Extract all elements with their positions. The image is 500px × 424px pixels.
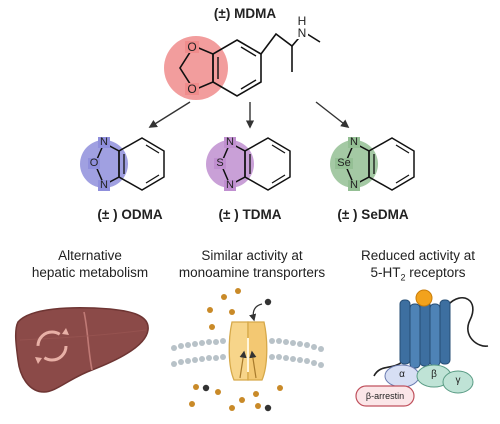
g-beta-label: β <box>431 369 437 380</box>
beta-arrestin-label: β-arrestin <box>365 391 405 401</box>
mdma-oxygen-top: O <box>185 41 199 53</box>
sedma-n-top: N <box>348 137 360 148</box>
receptor-suffix: receptors <box>405 265 466 280</box>
gpcr-receptor-icon <box>373 289 489 377</box>
arrow-to-sedma <box>315 101 350 129</box>
mdma-title: (±) MDMA <box>213 6 277 21</box>
transporter-icon <box>171 288 324 412</box>
mdma-structure <box>164 30 321 100</box>
odma-n-bottom: N <box>98 180 110 191</box>
mdma-highlight-circle <box>164 36 228 100</box>
effect-receptors: Reduced activity at 5-HT2 receptors <box>348 247 488 283</box>
effect-receptors-line2: 5-HT2 receptors <box>348 264 488 283</box>
tdma-heteroatom: S <box>214 158 226 169</box>
liver-icon <box>14 307 149 393</box>
tdma-highlight-circle <box>206 140 254 188</box>
odma-highlight-circle <box>80 140 128 188</box>
sedma-structure <box>330 137 415 191</box>
mdma-oxygen-bottom: O <box>185 83 199 95</box>
g-gamma-subunit <box>442 370 474 394</box>
effect-hepatic: Alternative hepatic metabolism <box>20 247 160 281</box>
g-alpha-label: α <box>399 369 405 380</box>
g-gamma-label: γ <box>455 375 461 386</box>
effect-transporters: Similar activity at monoamine transporte… <box>172 247 332 281</box>
effect-hepatic-line1: Alternative <box>58 248 122 263</box>
receptor-prefix: 5-HT <box>370 265 401 280</box>
g-protein-complex <box>355 364 474 407</box>
beta-arrestin-shape <box>355 385 415 407</box>
effect-transporters-line1: Similar activity at <box>201 248 303 263</box>
tdma-n-top: N <box>224 137 236 148</box>
tdma-n-bottom: N <box>224 180 236 191</box>
odma-heteroatom: O <box>88 157 100 169</box>
arrow-to-odma <box>148 101 191 128</box>
mdma-amine-h: H <box>297 14 307 28</box>
effect-transporters-line2: monoamine transporters <box>178 265 326 280</box>
mdma-amine-n: N <box>296 26 308 40</box>
effect-receptors-line1: Reduced activity at <box>360 248 476 263</box>
sedma-label: (± ) SeDMA <box>337 207 409 222</box>
odma-n-top: N <box>98 137 110 148</box>
tdma-label: (± ) TDMA <box>218 207 282 222</box>
sedma-n-bottom: N <box>348 180 360 191</box>
odma-label: (± ) ODMA <box>97 207 163 222</box>
odma-structure <box>80 137 165 191</box>
tdma-structure <box>206 137 291 191</box>
sedma-highlight-circle <box>330 140 378 188</box>
receptor-subscript: 2 <box>400 272 406 283</box>
effect-hepatic-line2: hepatic metabolism <box>31 265 149 280</box>
sedma-heteroatom: Se <box>335 158 353 169</box>
